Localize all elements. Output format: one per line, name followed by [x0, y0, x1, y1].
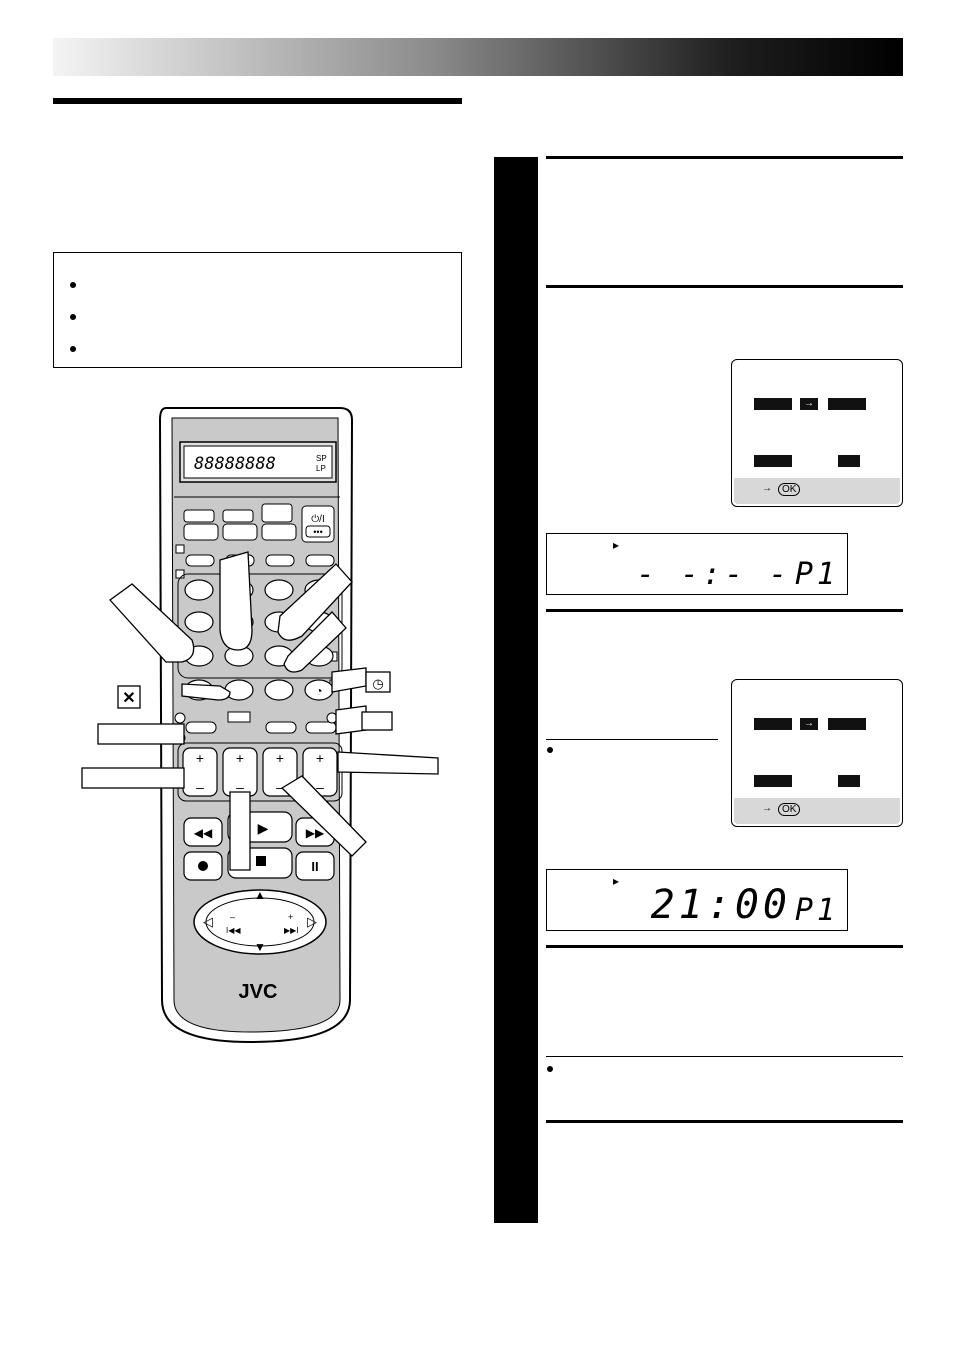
svg-text:▷: ▷ [307, 914, 317, 929]
svg-text:+: + [276, 750, 284, 766]
osd-footer: → OK [734, 798, 900, 824]
osd-field [754, 718, 792, 730]
svg-text:+: + [288, 912, 293, 922]
ok-button-icon: OK [778, 483, 801, 496]
svg-text:▶▶I: ▶▶I [284, 926, 299, 935]
osd-field [754, 775, 792, 787]
svg-text:•••: ••• [313, 527, 322, 537]
ok-button-icon: OK [778, 803, 801, 816]
note-bullet [547, 1066, 553, 1072]
brand-logo: JVC [239, 981, 278, 1003]
note-divider [546, 1056, 903, 1057]
osd-field [828, 718, 866, 730]
svg-text:II: II [311, 859, 318, 874]
notes-box [53, 252, 462, 368]
step-divider [546, 945, 903, 948]
display-program: P1 [794, 557, 839, 592]
svg-text:+: + [196, 750, 204, 766]
svg-text:◔: ◔ [315, 684, 322, 698]
display-time: - -:- - [636, 557, 791, 592]
vcr-display-1: ▸ - -:- - P1 [546, 533, 848, 595]
osd-field [828, 398, 866, 410]
arrow-icon: → [762, 483, 772, 494]
svg-text:▲: ▲ [254, 888, 266, 902]
section-title-rule [53, 98, 462, 104]
svg-text:+: + [236, 750, 244, 766]
osd-footer: → OK [734, 478, 900, 504]
arrow-icon: → [800, 398, 818, 410]
display-program: P1 [794, 893, 839, 928]
arrow-icon: → [800, 718, 818, 730]
osd-field [754, 398, 792, 410]
svg-text:◷: ◷ [372, 676, 383, 691]
note-bullet [70, 314, 76, 320]
remote-control-illustration: 88888888 SP LP ⏻/I ••• ✕ ◔ + + + + – – – – [81, 407, 439, 1044]
svg-text:–: – [196, 779, 204, 795]
osd-field [838, 455, 860, 467]
note-bullet [547, 747, 553, 753]
svg-text:◀◀: ◀◀ [194, 826, 213, 840]
osd-field [838, 775, 860, 787]
note-divider [546, 739, 718, 740]
svg-text:▼: ▼ [254, 940, 266, 954]
start-time-marker-icon: ▸ [613, 538, 620, 552]
note-bullet [70, 282, 76, 288]
svg-text:LP: LP [316, 464, 326, 473]
svg-text:✕: ✕ [122, 690, 135, 707]
step-divider [546, 1120, 903, 1123]
svg-text:▶▶: ▶▶ [306, 826, 325, 840]
svg-text:SP: SP [316, 454, 327, 463]
arrow-icon: → [762, 803, 772, 814]
tv-screen-1: → → OK [731, 359, 903, 507]
step-divider [546, 609, 903, 612]
start-time-marker-icon: ▸ [613, 874, 620, 888]
svg-text:–: – [236, 779, 244, 795]
svg-text:+: + [316, 750, 324, 766]
svg-text:I◀◀: I◀◀ [226, 926, 241, 935]
remote-display-digits: 88888888 [194, 454, 276, 474]
header-gradient-bar [53, 38, 903, 76]
step-indicator-bar [494, 157, 538, 1223]
osd-field [754, 455, 792, 467]
svg-text:◁: ◁ [203, 914, 213, 929]
display-time: 21:00 [650, 882, 791, 928]
svg-text:▶: ▶ [258, 820, 269, 836]
svg-text:–: – [276, 779, 284, 795]
svg-text:–: – [316, 779, 324, 795]
svg-text:–: – [230, 912, 235, 922]
svg-text:⏻/I: ⏻/I [311, 514, 324, 525]
step-divider [546, 285, 903, 288]
vcr-display-2: ▸ 21:00 P1 [546, 869, 848, 931]
note-bullet [70, 346, 76, 352]
step-divider [546, 156, 903, 159]
tv-screen-2: → → OK [731, 679, 903, 827]
